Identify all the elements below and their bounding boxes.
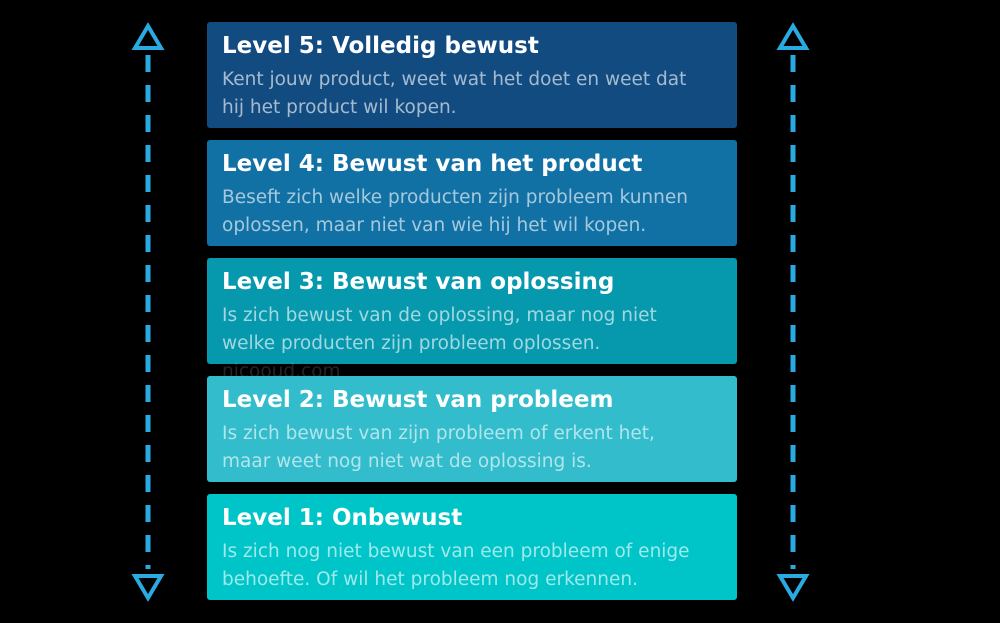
level-4-description: Beseft zich welke producten zijn problee…: [222, 184, 708, 240]
level-5-box: Level 5: Volledig bewust Kent jouw produ…: [207, 22, 737, 128]
level-2-description: Is zich bewust van zijn probleem of erke…: [222, 420, 708, 476]
level-3-description-text: Is zich bewust van de oplossing, maar no…: [222, 304, 657, 354]
right-up-down-arrow-icon: [776, 22, 810, 602]
level-1-title: Level 1: Onbewust: [222, 505, 463, 531]
level-5-title: Level 5: Volledig bewust: [222, 33, 539, 59]
level-4-description-text: Beseft zich welke producten zijn problee…: [222, 186, 688, 236]
level-1-box: Level 1: Onbewust Is zich nog niet bewus…: [207, 494, 737, 600]
level-3-description: Is zich bewust van de oplossing, maar no…: [222, 302, 708, 386]
level-5-description-text: Kent jouw product, weet wat het doet en …: [222, 68, 687, 118]
level-1-description-text: Is zich nog niet bewust van een probleem…: [222, 540, 690, 590]
level-2-description-text: Is zich bewust van zijn probleem of erke…: [222, 422, 655, 472]
level-1-description: Is zich nog niet bewust van een probleem…: [222, 538, 708, 594]
level-2-box: Level 2: Bewust van probleem Is zich bew…: [207, 376, 737, 482]
level-4-title: Level 4: Bewust van het product: [222, 151, 643, 177]
left-up-down-arrow-icon: [131, 22, 165, 602]
level-4-box: Level 4: Bewust van het product Beseft z…: [207, 140, 737, 246]
level-3-box: Level 3: Bewust van oplossing Is zich be…: [207, 258, 737, 382]
level-3-title: Level 3: Bewust van oplossing: [222, 269, 615, 295]
level-5-description: Kent jouw product, weet wat het doet en …: [222, 66, 708, 122]
level-2-title: Level 2: Bewust van probleem: [222, 387, 614, 413]
